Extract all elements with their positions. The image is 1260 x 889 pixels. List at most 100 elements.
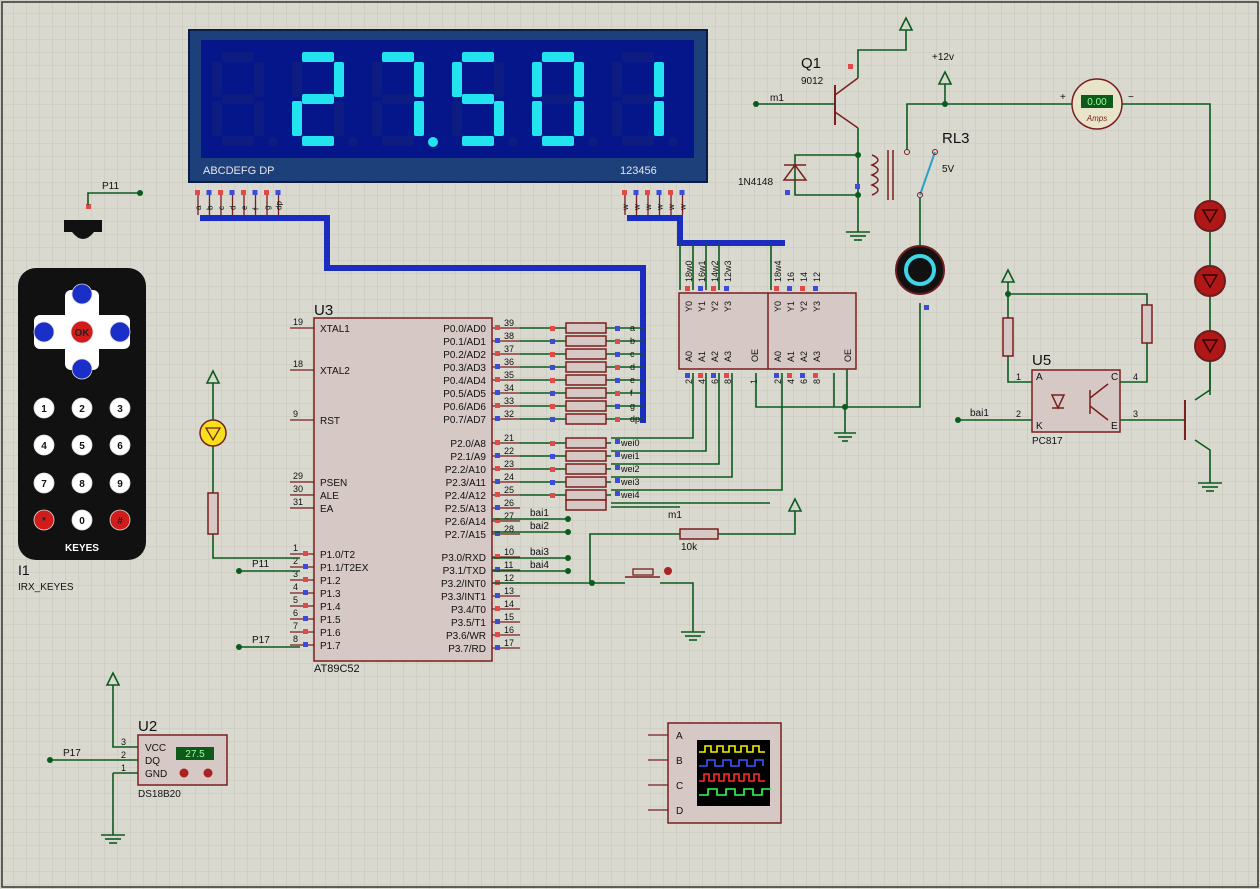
decoder-pin-num: 4 bbox=[697, 379, 707, 384]
pin-marker bbox=[724, 286, 729, 291]
net-seg-g: g bbox=[630, 401, 635, 411]
net-p17-sensor: P17 bbox=[63, 748, 81, 759]
display-pin-d: d bbox=[229, 206, 238, 210]
diode-1n4148[interactable]: 1N4148 bbox=[738, 163, 808, 195]
display-digit-pin: w bbox=[656, 204, 665, 211]
pin-marker bbox=[550, 365, 555, 370]
remote-key-left[interactable] bbox=[33, 321, 55, 343]
pin-marker bbox=[615, 326, 620, 331]
opto-pin-1: 1 bbox=[1016, 372, 1021, 382]
remote-key-5[interactable]: 5 bbox=[71, 434, 93, 456]
resistor-10k[interactable]: 10k bbox=[679, 528, 719, 553]
ir-receiver[interactable] bbox=[64, 204, 102, 239]
net-seg-f: f bbox=[630, 388, 633, 398]
remote-key-9-label: 9 bbox=[117, 479, 123, 490]
segment-f bbox=[612, 62, 622, 97]
remote-key-up[interactable] bbox=[71, 283, 93, 305]
segment-dp bbox=[428, 137, 438, 147]
pin-marker bbox=[495, 479, 500, 484]
network-resistor bbox=[565, 499, 607, 511]
scope-channel-A: A bbox=[676, 731, 683, 742]
ammeter-plus: + bbox=[1060, 92, 1066, 103]
decoder-top-pin: 14 bbox=[799, 272, 809, 282]
segment-a bbox=[542, 52, 574, 62]
pin-marker bbox=[550, 326, 555, 331]
relay-value: 5V bbox=[942, 164, 955, 175]
remote-key-7[interactable]: 7 bbox=[33, 472, 55, 494]
network-resistor bbox=[565, 400, 607, 412]
mcu-u3[interactable]: U3 AT89C52 19XTAL118XTAL29RST29PSEN30ALE… bbox=[290, 302, 520, 675]
mcu-pin-num-2: 2 bbox=[293, 556, 298, 566]
display-digit bbox=[372, 52, 438, 147]
decoder-oe: OE bbox=[750, 349, 760, 362]
mcu-pin-name-31: EA bbox=[320, 504, 334, 515]
decoder-y-label: Y2 bbox=[799, 301, 809, 312]
pin-marker bbox=[495, 377, 500, 382]
led-chain bbox=[1194, 200, 1226, 362]
remote-key-down[interactable] bbox=[71, 358, 93, 380]
remote-key-3[interactable]: 3 bbox=[109, 397, 131, 419]
remote-key-6[interactable]: 6 bbox=[109, 434, 131, 456]
remote-key-9[interactable]: 9 bbox=[109, 472, 131, 494]
segment-dp bbox=[268, 137, 278, 147]
temperature-sensor-ds18b20[interactable]: U2 27.5 VCC DQ GND 3 2 1 DS18B20 bbox=[121, 718, 228, 800]
pin-marker bbox=[800, 286, 805, 291]
ammeter[interactable]: 0.00 Amps + − bbox=[1060, 78, 1134, 130]
relay-rl3[interactable]: RL3 5V bbox=[855, 130, 970, 200]
segment-d bbox=[382, 136, 414, 146]
segment-e bbox=[532, 101, 542, 136]
segment-a bbox=[462, 52, 494, 62]
pin-marker bbox=[685, 286, 690, 291]
pin-marker bbox=[615, 478, 620, 483]
indicator-led[interactable] bbox=[199, 419, 227, 447]
dc-motor[interactable] bbox=[895, 245, 945, 310]
net-seg-e: e bbox=[630, 375, 635, 385]
pin-marker bbox=[550, 352, 555, 357]
mcu-pin-name-34: P0.5/AD5 bbox=[443, 389, 486, 400]
segment-e bbox=[292, 101, 302, 136]
sensor-pin-dq: DQ bbox=[145, 756, 160, 767]
net-wei-0: wei0 bbox=[620, 438, 640, 448]
decoder-pin-num: 8 bbox=[723, 379, 733, 384]
remote-key-star[interactable]: * bbox=[33, 509, 55, 531]
optocoupler-u5[interactable]: U5 A K C E 1 2 3 4 PC817 bbox=[1016, 352, 1138, 447]
mcu-pin-name-15: P3.5/T1 bbox=[451, 618, 486, 629]
opto-pin-2: 2 bbox=[1016, 409, 1021, 419]
remote-key-8[interactable]: 8 bbox=[71, 472, 93, 494]
decoder-top-pin: 18w0 bbox=[684, 260, 694, 282]
ground-symbol bbox=[834, 432, 856, 442]
mcu-part: AT89C52 bbox=[314, 663, 360, 675]
decoder-top-pin: 12w3 bbox=[723, 260, 733, 282]
remote-key-ok[interactable]: OK bbox=[70, 320, 94, 344]
pin-marker bbox=[550, 441, 555, 446]
remote-key-0[interactable]: 0 bbox=[71, 509, 93, 531]
pin-marker bbox=[206, 190, 212, 195]
display-pin-a: a bbox=[194, 205, 203, 210]
remote-key-right[interactable] bbox=[109, 321, 131, 343]
net-bai2: bai2 bbox=[530, 521, 549, 532]
mcu-ref: U3 bbox=[314, 302, 333, 319]
seven-segment-display[interactable]: ABCDEFG DP 123456 bbox=[188, 29, 708, 183]
transistor-q1[interactable]: Q1 9012 bbox=[801, 55, 859, 129]
remote-key-1[interactable]: 1 bbox=[33, 397, 55, 419]
pin-marker bbox=[495, 351, 500, 356]
remote-key-hash[interactable]: # bbox=[109, 509, 131, 531]
red-led bbox=[1194, 330, 1226, 362]
segment-f bbox=[452, 62, 462, 97]
decoder-a-label: A3 bbox=[723, 351, 733, 362]
segment-f bbox=[292, 62, 302, 97]
net-p11-ir: P11 bbox=[102, 181, 119, 192]
net-p17-mcu: P17 bbox=[252, 635, 270, 646]
mcu-pin-name-39: P0.0/AD0 bbox=[443, 324, 486, 335]
segment-a bbox=[302, 52, 334, 62]
remote-key-4[interactable]: 4 bbox=[33, 434, 55, 456]
push-button[interactable] bbox=[625, 567, 672, 578]
mcu-pin-name-28: P2.7/A15 bbox=[445, 530, 487, 541]
oscilloscope[interactable]: ABCD bbox=[648, 722, 782, 824]
remote-key-2[interactable]: 2 bbox=[71, 397, 93, 419]
segment-dp bbox=[668, 137, 678, 147]
pin-marker bbox=[668, 190, 673, 195]
mcu-pin-name-1: P1.0/T2 bbox=[320, 550, 355, 561]
